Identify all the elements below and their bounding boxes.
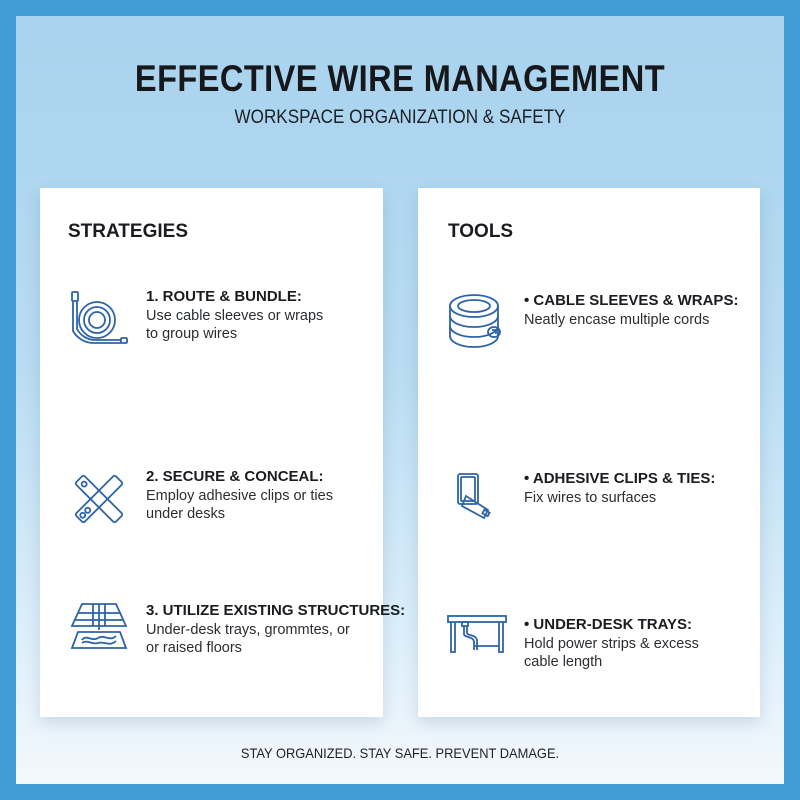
tool-desc: Hold power strips & excess cable length [524,635,699,671]
tool-desc: Fix wires to surfaces [524,489,715,507]
strategies-card: STRATEGIES 1. ROUTE & BUNDLE: Use cable … [40,188,405,717]
desc-line: or raised floors [146,640,242,656]
tool-heading: • ADHESIVE CLIPS & TIES: [524,470,716,487]
cable-sleeve-icon [446,292,508,354]
page-title: EFFECTIVE WIRE MANAGEMENT [134,58,666,99]
adhesive-clip-icon [452,470,504,522]
page-subtitle: WORKSPACE ORGANIZATION & SAFETY [234,107,566,128]
desc-line: Employ adhesive clips or ties [146,488,333,504]
strategy-heading: 2. SECURE & CONCEAL: [146,468,324,485]
under-desk-tray-icon [446,604,508,666]
desc-line: Fix wires to surfaces [524,490,657,506]
strategies-title: STRATEGIES [68,221,188,242]
tools-title: TOOLS [448,221,514,242]
coiled-cable-icon [68,288,130,350]
strategy-desc: Use cable sleeves or wraps to group wire… [146,307,323,343]
desc-line: under desks [146,506,225,522]
crossed-clips-icon [68,468,130,530]
strategy-heading: 1. ROUTE & BUNDLE: [146,288,302,305]
desc-line: to group wires [146,326,238,342]
tools-card: TOOLS • CABLE SLEEVES & WRAPS: Neatly en… [418,188,760,717]
footer-tagline: STAY ORGANIZED. STAY SAFE. PREVENT DAMAG… [240,745,560,761]
desc-line: Neatly encase multiple cords [524,312,710,328]
tool-heading: • UNDER-DESK TRAYS: [524,616,693,633]
tool-heading: • CABLE SLEEVES & WRAPS: [524,292,739,309]
raised-floor-icon [68,596,130,658]
strategy-desc: Employ adhesive clips or ties under desk… [146,487,333,523]
strategy-desc: Under-desk trays, grommtes, or or raised… [146,621,405,657]
tool-desc: Neatly encase multiple cords [524,311,738,329]
desc-line: Hold power strips & excess [524,636,699,652]
desc-line: cable length [524,654,603,670]
desc-line: Under-desk trays, grommtes, or [146,622,350,638]
strategy-heading: 3. UTILIZE EXISTING STRUCTURES: [146,602,406,619]
desc-line: Use cable sleeves or wraps [146,308,324,324]
